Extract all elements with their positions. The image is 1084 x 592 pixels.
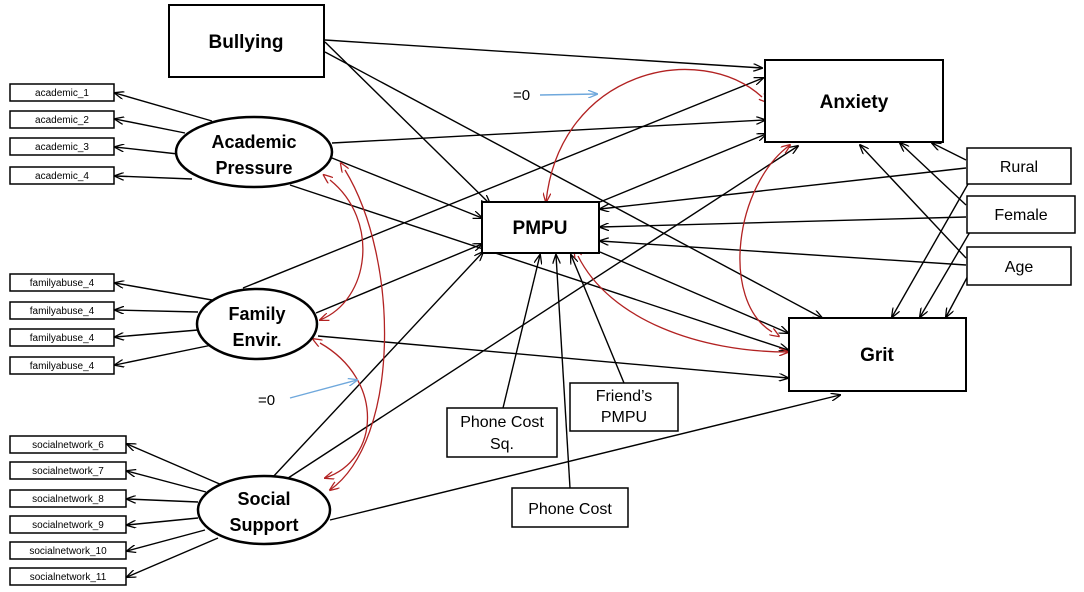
latent-label-line2: Pressure bbox=[215, 158, 292, 178]
node-label: Phone Cost bbox=[528, 501, 612, 518]
indicator-label: familyabuse_4 bbox=[30, 333, 95, 344]
node-label-line1: Phone Cost bbox=[460, 414, 544, 431]
latent-label-line1: Academic bbox=[211, 132, 296, 152]
indicator-label: academic_2 bbox=[35, 115, 89, 126]
indicator-label: academic_4 bbox=[35, 171, 89, 182]
node-label: Age bbox=[1005, 259, 1034, 276]
node-label: Female bbox=[994, 207, 1047, 224]
family-indicators: familyabuse_4 familyabuse_4 familyabuse_… bbox=[9, 273, 115, 375]
indicator-label: socialnetwork_9 bbox=[32, 520, 104, 531]
zero-constraint-label-top: =0 bbox=[513, 87, 530, 104]
node-label: Bullying bbox=[209, 32, 284, 53]
social-indicators: socialnetwork_6 socialnetwork_7 socialne… bbox=[9, 435, 127, 586]
node-bullying: Bullying bbox=[168, 4, 325, 78]
node-age: Age bbox=[966, 246, 1072, 286]
latent-label-line2: Support bbox=[230, 515, 299, 535]
indicator-label: familyabuse_4 bbox=[30, 306, 95, 317]
node-female: Female bbox=[966, 195, 1076, 234]
indicator-label: academic_1 bbox=[35, 88, 89, 99]
node-label: Anxiety bbox=[820, 92, 889, 113]
node-label: PMPU bbox=[513, 218, 568, 239]
latent-label-line2: Envir. bbox=[232, 330, 281, 350]
indicator-label: socialnetwork_10 bbox=[29, 546, 107, 557]
indicator-label: socialnetwork_6 bbox=[32, 440, 104, 451]
indicator-label: socialnetwork_8 bbox=[32, 494, 104, 505]
node-grit: Grit bbox=[788, 317, 967, 392]
latent-social-support: Social Support bbox=[196, 474, 332, 546]
node-label: Grit bbox=[860, 345, 894, 366]
node-anxiety: Anxiety bbox=[764, 59, 944, 143]
node-label: Rural bbox=[1000, 159, 1038, 176]
indicator-label: socialnetwork_11 bbox=[30, 572, 107, 583]
node-phone-cost-sq: Phone Cost Sq. bbox=[446, 407, 558, 458]
zero-constraint-label-bottom: =0 bbox=[258, 392, 275, 409]
node-phone-cost: Phone Cost bbox=[511, 487, 629, 528]
indicator-label: socialnetwork_7 bbox=[32, 466, 104, 477]
indicator-label: familyabuse_4 bbox=[30, 361, 95, 372]
latent-label-line1: Family bbox=[228, 304, 285, 324]
indicator-label: familyabuse_4 bbox=[30, 278, 95, 289]
node-friends-pmpu: Friend’s PMPU bbox=[569, 382, 679, 432]
node-label-line1: Friend’s bbox=[596, 388, 653, 405]
correlation-curves bbox=[320, 68, 790, 490]
latent-family-envir: Family Envir. bbox=[195, 287, 319, 361]
indicator-label: academic_3 bbox=[35, 142, 89, 153]
node-rural: Rural bbox=[966, 147, 1072, 185]
zero-pointer-top bbox=[539, 94, 597, 95]
node-label-line2: PMPU bbox=[601, 409, 647, 426]
node-pmpu: PMPU bbox=[481, 201, 600, 254]
academic-indicators: academic_1 academic_2 academic_3 academi… bbox=[9, 83, 115, 185]
zero-pointer-bottom bbox=[289, 380, 357, 399]
latent-label-line1: Social bbox=[237, 489, 290, 509]
node-label-line2: Sq. bbox=[490, 436, 514, 453]
latent-academic-pressure: Academic Pressure bbox=[174, 115, 334, 189]
measurement-arrows bbox=[115, 93, 223, 577]
